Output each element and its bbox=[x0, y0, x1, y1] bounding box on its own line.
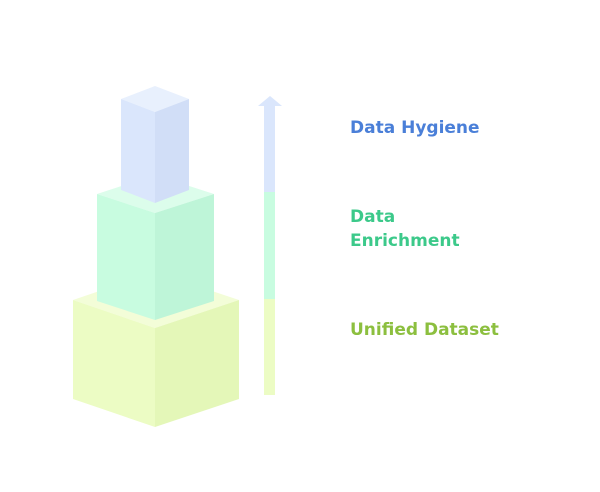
unified-block-left-face bbox=[73, 300, 155, 427]
arrow-head bbox=[258, 96, 282, 106]
unified-dataset-label: Unified Dataset bbox=[350, 320, 499, 340]
unified-block-right-face bbox=[155, 300, 239, 427]
upward-arrow bbox=[258, 96, 282, 395]
arrow-segment-enrichment bbox=[264, 192, 275, 299]
arrow-segment-unified bbox=[264, 299, 275, 395]
data-hygiene-label: Data Hygiene bbox=[350, 118, 480, 138]
hygiene-block-left-face bbox=[121, 99, 155, 203]
data-hygiene-block bbox=[121, 86, 189, 203]
arrow-segment-hygiene bbox=[264, 106, 275, 192]
data-enrichment-label: Data Enrichment bbox=[350, 207, 460, 251]
enrichment-block-right-face bbox=[155, 194, 214, 320]
hygiene-block-right-face bbox=[155, 99, 189, 203]
enrichment-block-left-face bbox=[97, 194, 155, 320]
